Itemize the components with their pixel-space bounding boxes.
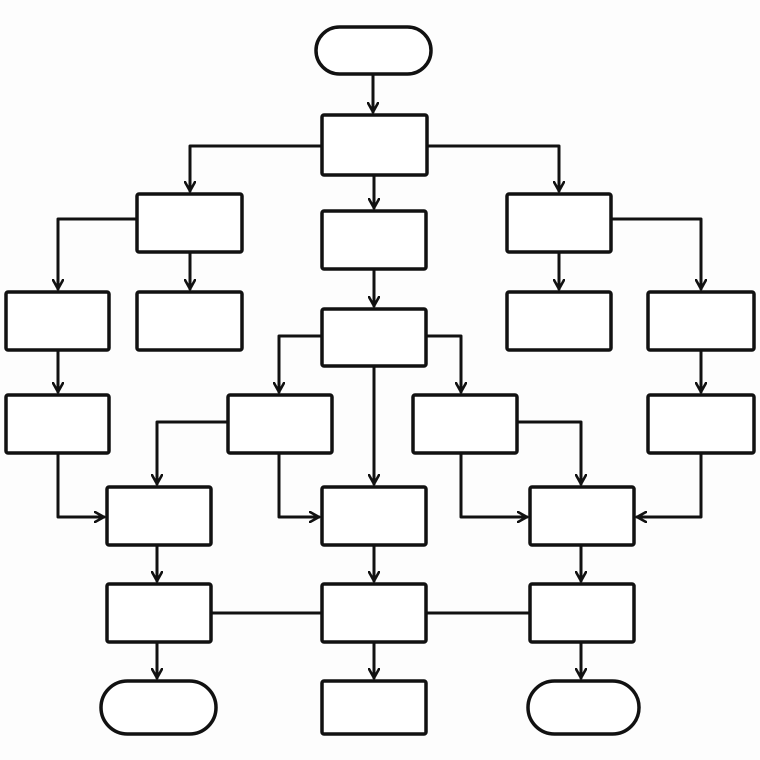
edges-layer <box>56 73 703 680</box>
process-node <box>646 290 756 352</box>
arrow-n4-to-n9 <box>609 217 701 291</box>
n11-shape <box>226 393 334 455</box>
terminator-node <box>314 25 433 76</box>
n18-shape <box>320 582 428 644</box>
n4-shape <box>505 192 613 254</box>
arrow-n7-to-n12 <box>424 334 461 394</box>
n9-shape <box>646 290 756 352</box>
n2-shape <box>135 192 244 254</box>
process-node <box>226 393 334 455</box>
process-node <box>105 485 213 547</box>
n14-shape <box>105 485 213 547</box>
start-shape <box>314 25 433 76</box>
n8-shape <box>505 290 613 352</box>
process-node <box>646 393 756 455</box>
n10-shape <box>4 393 111 455</box>
n6-shape <box>135 290 244 352</box>
process-node <box>135 290 244 352</box>
n17-shape <box>105 582 213 644</box>
arrow-n12-to-n16 <box>459 451 529 517</box>
process-node <box>135 192 244 254</box>
n12-shape <box>411 393 519 455</box>
process-node <box>4 393 111 455</box>
n5-shape <box>4 290 111 352</box>
n1-shape <box>320 113 429 177</box>
process-node <box>505 290 613 352</box>
arrow-n1-to-n2 <box>190 144 324 193</box>
end-left-shape <box>99 679 218 736</box>
arrow-n2-to-n5 <box>58 217 139 291</box>
process-node <box>505 192 613 254</box>
end-right-shape <box>526 679 641 736</box>
end-middle-shape <box>320 679 428 736</box>
process-node <box>528 582 636 644</box>
arrow-n1-to-n4 <box>425 144 559 193</box>
process-node <box>320 113 429 177</box>
arrow-n10-to-n14 <box>56 451 106 517</box>
arrow-n12-to-n16 <box>515 420 581 486</box>
process-node <box>320 582 428 644</box>
terminator-node <box>526 679 641 736</box>
n7-shape <box>320 307 428 368</box>
process-node <box>320 485 428 547</box>
arrow-n7-to-n11 <box>279 334 324 394</box>
process-node <box>320 209 428 271</box>
process-node <box>4 290 111 352</box>
arrow-n11-to-n15 <box>277 451 321 517</box>
arrow-n13-to-n16 <box>635 451 703 517</box>
process-node <box>320 679 428 736</box>
process-node <box>528 485 636 547</box>
n13-shape <box>646 393 756 455</box>
n16-shape <box>528 485 636 547</box>
n3-shape <box>320 209 428 271</box>
process-node <box>105 582 213 644</box>
n15-shape <box>320 485 428 547</box>
process-node <box>411 393 519 455</box>
terminator-node <box>99 679 218 736</box>
process-node <box>320 307 428 368</box>
arrow-n11-to-n14 <box>157 420 230 486</box>
nodes-layer <box>4 25 756 736</box>
n19-shape <box>528 582 636 644</box>
